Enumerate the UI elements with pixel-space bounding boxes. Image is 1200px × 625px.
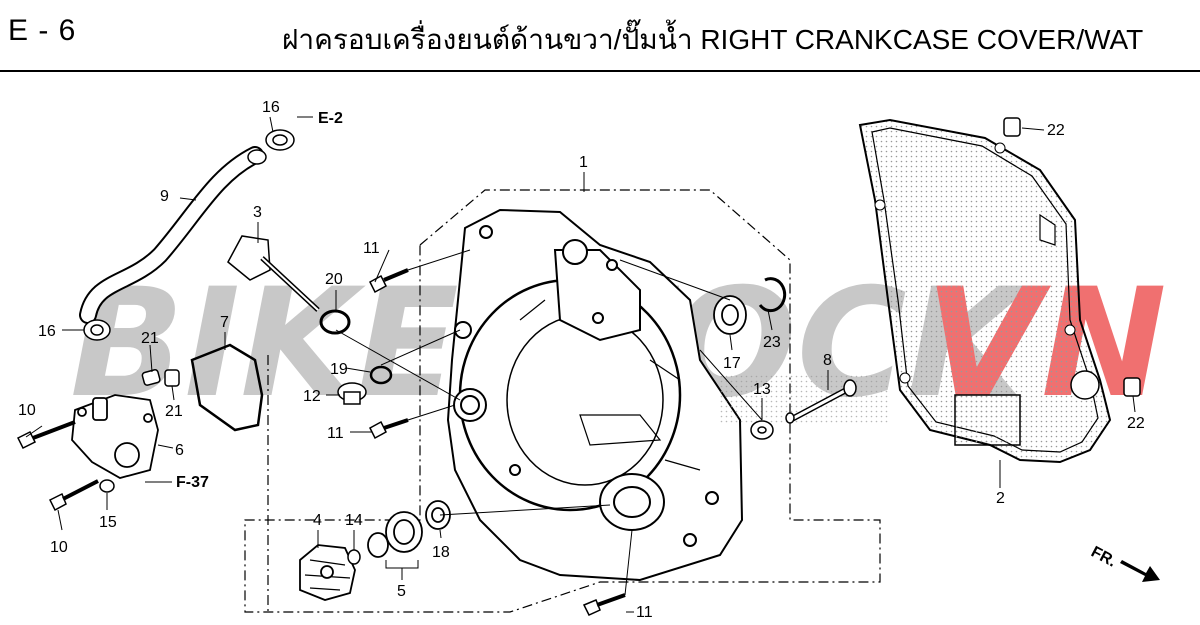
callout-11a: 11 <box>363 240 380 257</box>
oil-seal <box>425 500 451 530</box>
leader-lines <box>25 116 1136 613</box>
callout-5: 5 <box>397 583 406 600</box>
callout-12: 12 <box>303 388 321 405</box>
hose-clamp <box>83 129 295 341</box>
callout-2: 2 <box>996 490 1005 507</box>
callout-16a: 16 <box>262 99 280 116</box>
plug <box>337 382 367 405</box>
crankcase-cover <box>446 208 744 582</box>
callout-14: 14 <box>345 512 363 529</box>
oil-filler-cap <box>227 235 320 312</box>
callout-16b: 16 <box>38 323 56 340</box>
bearing <box>713 295 747 335</box>
callout-1: 1 <box>579 154 588 171</box>
callout-11b: 11 <box>327 425 344 442</box>
ref-e2: E-2 <box>318 110 343 127</box>
callout-15: 15 <box>99 514 117 531</box>
callout-3: 3 <box>253 204 262 221</box>
callouts: 1 2 3 4 5 6 7 8 9 10 10 11 11 11 12 13 1… <box>18 99 1145 621</box>
callout-6: 6 <box>175 442 184 459</box>
snap-ring <box>758 277 787 313</box>
header: E - 6 ฝาครอบเครื่องยนต์ด้านขวา/ปั๊มน้ำ R… <box>0 0 1200 70</box>
parts-diagram: BIKESTOCK VN <box>16 99 1167 621</box>
callout-19: 19 <box>330 361 348 378</box>
section-code: E - 6 <box>8 14 77 47</box>
callout-8: 8 <box>823 352 832 369</box>
callout-21a: 21 <box>141 330 159 347</box>
front-arrow-icon <box>1120 560 1160 582</box>
dowel-pin-small <box>141 369 180 387</box>
o-ring-large <box>190 343 264 432</box>
washer <box>99 479 115 493</box>
page-title: ฝาครอบเครื่องยนต์ด้านขวา/ปั๊มน้ำ RIGHT C… <box>282 24 1144 55</box>
washer-14 <box>347 549 361 565</box>
assembly-outline <box>244 189 881 613</box>
bolt <box>16 268 626 616</box>
callout-21b: 21 <box>165 403 183 420</box>
callout-9: 9 <box>160 188 169 205</box>
front-direction-indicator: FR. <box>1088 544 1160 582</box>
fr-label: FR. <box>1088 544 1119 571</box>
o-ring <box>319 309 351 335</box>
callout-11c: 11 <box>636 604 653 621</box>
shading <box>720 375 890 425</box>
callout-22b: 22 <box>1127 415 1145 432</box>
callout-17: 17 <box>723 355 741 372</box>
washer-13 <box>750 420 774 440</box>
callout-10a: 10 <box>18 402 36 419</box>
ref-f37: F-37 <box>176 474 209 491</box>
callout-22a: 22 <box>1047 122 1065 139</box>
callout-18: 18 <box>432 544 450 561</box>
mechanical-seal <box>367 511 423 558</box>
callout-13: 13 <box>753 381 771 398</box>
dowel-pin <box>1003 117 1141 397</box>
callout-23: 23 <box>763 334 781 351</box>
gasket <box>858 118 1112 464</box>
water-pump-shaft <box>785 379 857 424</box>
water-pump-cover <box>71 394 159 479</box>
callout-4: 4 <box>313 512 322 529</box>
water-hose <box>79 146 267 324</box>
callout-7: 7 <box>220 314 229 331</box>
callout-10b: 10 <box>50 539 68 556</box>
o-ring-small <box>369 365 393 385</box>
callout-20: 20 <box>325 271 343 288</box>
impeller <box>299 544 356 601</box>
header-divider <box>0 70 1200 72</box>
